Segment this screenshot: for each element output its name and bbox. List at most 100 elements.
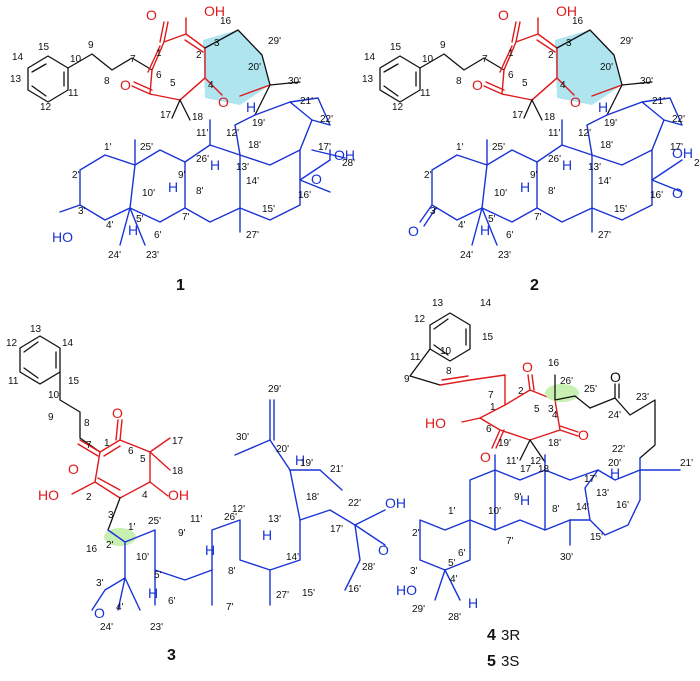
c2-atom-label: 4 <box>560 80 566 91</box>
c4-h-5: H <box>468 595 478 611</box>
c3-atom-label: 20' <box>276 444 289 455</box>
c3-atom-label: 8 <box>84 418 90 429</box>
compound-3: O O HO OH O OH O H H H H 3 <box>19 335 406 664</box>
c2-atom-label: 15 <box>390 42 402 53</box>
c2-atom-label: 2' <box>424 170 432 181</box>
c1-atom-label: 21' <box>300 96 313 107</box>
c1-atom-label: 23' <box>146 250 159 261</box>
c3-atom-label: 14' <box>286 552 299 563</box>
c4-atom-label: 10 <box>440 346 452 357</box>
c1-atom-label: 1' <box>104 142 112 153</box>
caption-3: 3 <box>167 647 176 664</box>
pyran-highlight <box>203 30 270 105</box>
c2-atom-label: 23' <box>498 250 511 261</box>
c4-atom-label: 21' <box>680 458 693 469</box>
c2-atom-label: 13 <box>362 74 374 85</box>
c4-atom-label: 16 <box>548 358 560 369</box>
c3-atom-label: 17 <box>172 436 184 447</box>
c1-atom-label: 20' <box>248 62 261 73</box>
c2-atom-label: 11 <box>420 88 431 99</box>
caption-4-desc: 3R <box>501 627 520 644</box>
c4-atom-label: 14 <box>480 298 492 309</box>
c4-atom-label: 24' <box>608 410 621 421</box>
c1-atom-label: 16 <box>220 16 232 27</box>
c4-atom-label: 13' <box>596 488 609 499</box>
c3-atom-label: 1 <box>104 438 110 449</box>
c2-atom-label: 11' <box>548 128 560 139</box>
c2-h-13: H <box>562 157 572 173</box>
c2-atom-label: 12' <box>578 128 591 139</box>
caption-5-desc: 3S <box>501 653 519 670</box>
c1-atom-label: 9' <box>178 170 186 181</box>
c1-atom-label: 2 <box>196 50 202 61</box>
c2-atom-label: 28' <box>694 158 700 169</box>
c3-atom-label: 15' <box>302 588 315 599</box>
c2-atom-label: 12 <box>392 102 404 113</box>
c3-h-9: H <box>205 542 215 558</box>
c2-atom-label: 13' <box>588 162 601 173</box>
c1-atom-label: 18 <box>192 112 204 123</box>
c2-atom-label: 17' <box>670 142 683 153</box>
c4-atom-label: 15' <box>590 532 603 543</box>
c3-atom-label: 13' <box>268 514 281 525</box>
c1-atom-label: 3' <box>78 206 86 217</box>
c2-atom-label: 14' <box>598 176 611 187</box>
c3-o-acid: O <box>378 542 389 558</box>
c2-atom-label: 30' <box>640 76 653 87</box>
c4-atom-label: 4 <box>552 410 558 421</box>
c4-atom-label: 7' <box>506 536 514 547</box>
c1-atom-label: 18' <box>248 140 261 151</box>
c2-atom-label: 3 <box>566 38 572 49</box>
c1-atom-label: 15' <box>262 204 275 215</box>
c2-atom-label: 8 <box>456 76 462 87</box>
compound-1: OH O O O OH O HO H H H H 1 <box>27 3 355 294</box>
c2-atom-label: 5' <box>488 214 496 225</box>
c4-h-17: H <box>610 465 620 481</box>
c3-atom-label: 12 <box>6 338 18 349</box>
caption-2: 2 <box>530 277 539 294</box>
c3-atom-label: 19' <box>300 458 313 469</box>
c4-atom-label: 15 <box>482 332 494 343</box>
c2-atom-label: 1' <box>456 142 464 153</box>
c3-atom-label: 29' <box>268 384 281 395</box>
c3-atom-label: 16 <box>86 544 98 555</box>
c4-atom-label: 1 <box>490 402 496 413</box>
c3-atom-label: 8' <box>228 566 236 577</box>
c4-atom-label: 8 <box>446 366 452 377</box>
c1-atom-label: 10 <box>70 54 82 65</box>
c3-atom-label: 6' <box>168 596 176 607</box>
c3-atom-label: 16' <box>348 584 361 595</box>
compound-4-5: HO O O O O HO H H H 4 3R 5 3S <box>396 312 681 670</box>
c4-atom-label: 8' <box>552 504 560 515</box>
c3-atom-label: 1' <box>128 522 136 533</box>
c1-atom-label: 30' <box>288 76 301 87</box>
c3-h-5: H <box>148 585 158 601</box>
c2-atom-label: 10 <box>422 54 434 65</box>
c2-atom-label: 14 <box>364 52 376 63</box>
c3-o-6: O <box>112 405 123 421</box>
c2-atom-label: 22' <box>672 114 685 125</box>
c1-atom-label: 17' <box>318 142 331 153</box>
c2-oh-top: OH <box>556 3 577 19</box>
c1-h-19: H <box>246 99 256 115</box>
c2-atom-label: 9 <box>440 40 446 51</box>
c4-atom-label: 5' <box>448 558 456 569</box>
c4-o-2: O <box>522 359 533 375</box>
c4-o-24: O <box>610 369 621 385</box>
c2-atom-label: 1 <box>508 48 514 59</box>
c2-atom-label: 26' <box>548 154 561 165</box>
c1-atom-label: 4 <box>208 80 214 91</box>
c4-h-9: H <box>520 492 530 508</box>
c3-atom-label: 9' <box>178 528 186 539</box>
c4-atom-label: 4' <box>450 574 458 585</box>
c3-atom-label: 2 <box>86 492 92 503</box>
c4-atom-label: 2' <box>412 528 420 539</box>
c1-atom-label: 3 <box>214 38 220 49</box>
c2-oh-acid: OH <box>672 145 693 161</box>
c3-atom-label: 3' <box>96 578 104 589</box>
c4-atom-label: 25' <box>584 384 597 395</box>
c3-ho: HO <box>38 487 59 503</box>
c1-o-7: O <box>146 7 157 23</box>
